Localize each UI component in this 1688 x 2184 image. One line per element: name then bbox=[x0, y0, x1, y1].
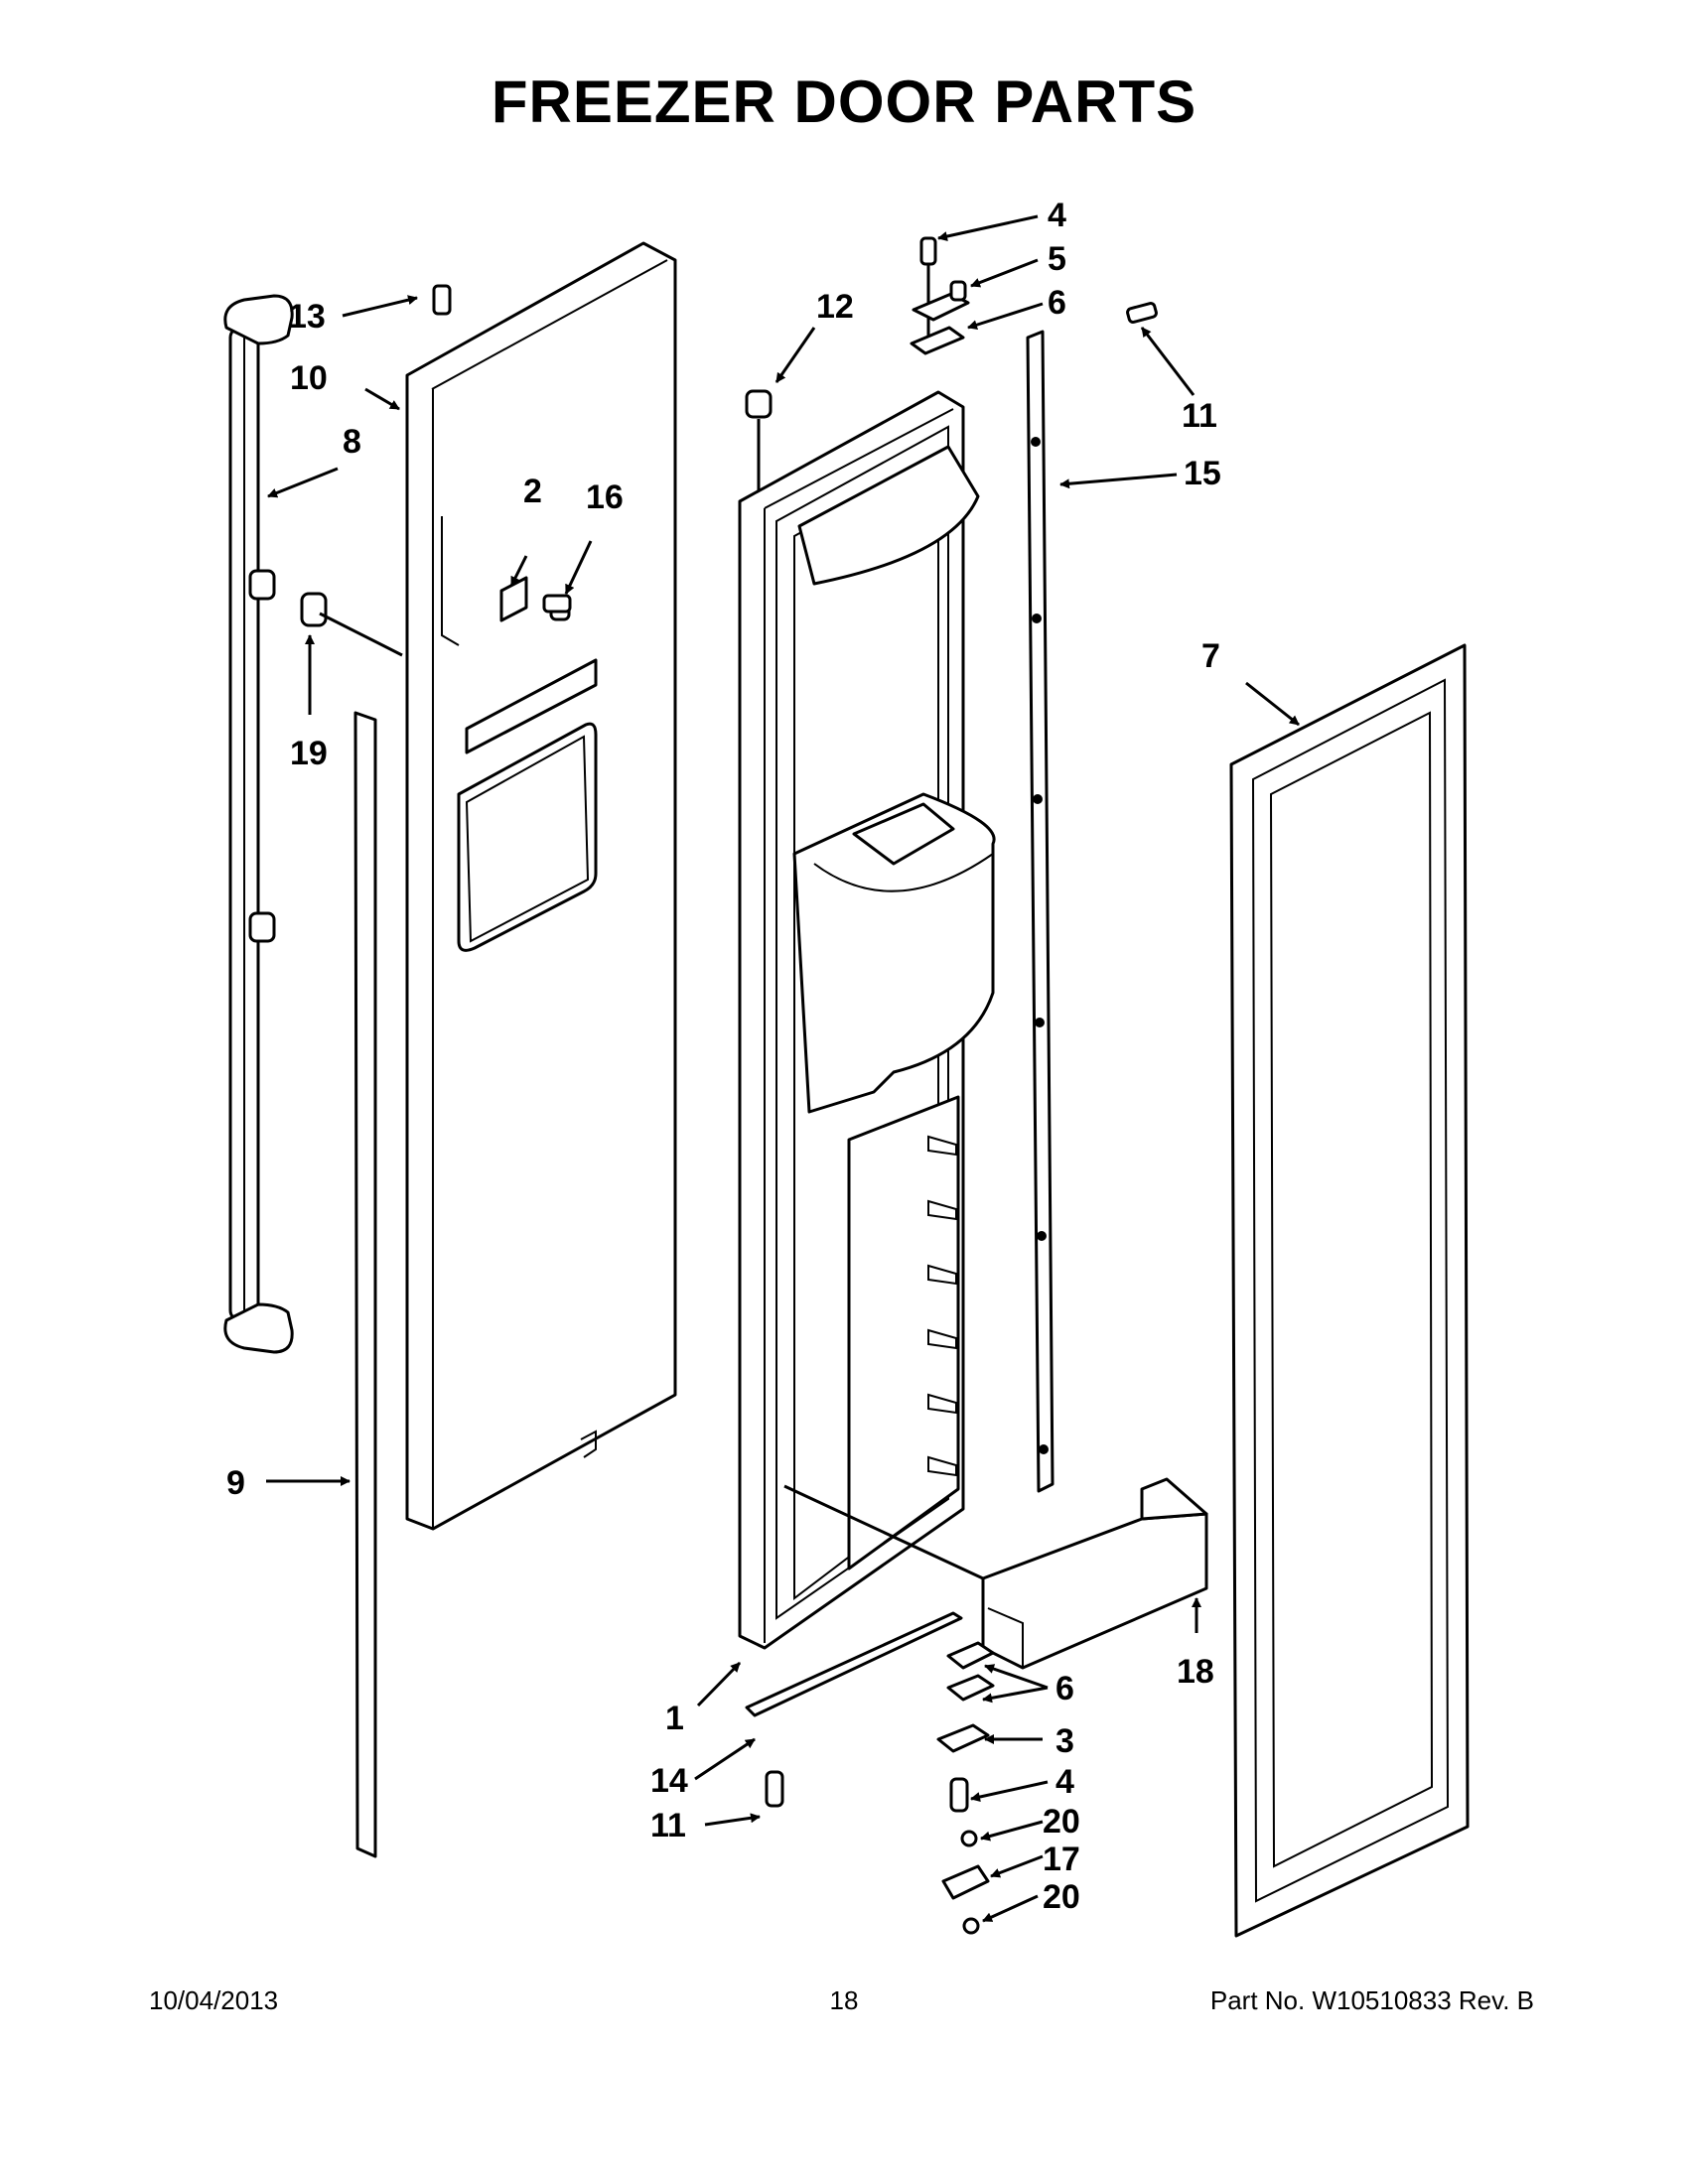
bracket-and-screw bbox=[542, 594, 572, 614]
callout-9: 9 bbox=[226, 1464, 245, 1502]
door-stop bbox=[745, 389, 773, 496]
callout-17: 17 bbox=[1043, 1841, 1080, 1878]
callout-6b: 6 bbox=[1055, 1670, 1074, 1707]
trim-strip bbox=[353, 711, 377, 1858]
callout-12: 12 bbox=[816, 288, 854, 326]
footer-date: 10/04/2013 bbox=[149, 1985, 279, 2015]
bottom-hinge-assembly bbox=[765, 1641, 995, 1935]
callout-19: 19 bbox=[290, 735, 328, 772]
callout-18: 18 bbox=[1177, 1653, 1214, 1691]
hinge-side-strip bbox=[1026, 330, 1055, 1493]
screw-top bbox=[1126, 302, 1158, 324]
callout-1: 1 bbox=[665, 1700, 684, 1737]
callout-7: 7 bbox=[1201, 637, 1220, 675]
page-title: FREEZER DOOR PARTS bbox=[491, 68, 1197, 135]
callout-11a: 11 bbox=[1182, 397, 1217, 435]
callout-3: 3 bbox=[1055, 1722, 1074, 1760]
leader-lines bbox=[266, 214, 1300, 1923]
handle-assembly bbox=[223, 294, 294, 1354]
callout-11b: 11 bbox=[650, 1807, 686, 1844]
door-gasket bbox=[1229, 643, 1470, 1938]
callout-10: 10 bbox=[290, 359, 328, 397]
callout-20b: 20 bbox=[1043, 1878, 1080, 1916]
callout-15: 15 bbox=[1184, 455, 1221, 492]
callout-20a: 20 bbox=[1043, 1803, 1080, 1841]
callout-2: 2 bbox=[523, 473, 542, 510]
door-bin bbox=[981, 1477, 1208, 1670]
door-liner-assembly bbox=[738, 390, 996, 1650]
handle-mount-stud bbox=[300, 592, 403, 657]
callout-13: 13 bbox=[288, 298, 326, 336]
callout-4b: 4 bbox=[1055, 1763, 1074, 1801]
callout-labels: 4 5 6 12 11 15 13 10 8 2 16 19 7 9 1 6 1… bbox=[226, 197, 1221, 1916]
callout-16: 16 bbox=[586, 478, 624, 516]
callout-8: 8 bbox=[343, 423, 361, 461]
handle-screw bbox=[432, 284, 452, 316]
callout-5: 5 bbox=[1048, 240, 1066, 278]
callout-4a: 4 bbox=[1048, 197, 1066, 234]
footer-page-number: 18 bbox=[829, 1985, 859, 2015]
top-hinge-assembly bbox=[910, 236, 970, 355]
bottom-trim-plate bbox=[745, 1611, 963, 1717]
callout-14: 14 bbox=[650, 1762, 688, 1800]
outer-door-panel bbox=[405, 241, 677, 1531]
callout-6a: 6 bbox=[1048, 284, 1066, 322]
footer-part-number: Part No. W10510833 Rev. B bbox=[1209, 1985, 1534, 2015]
